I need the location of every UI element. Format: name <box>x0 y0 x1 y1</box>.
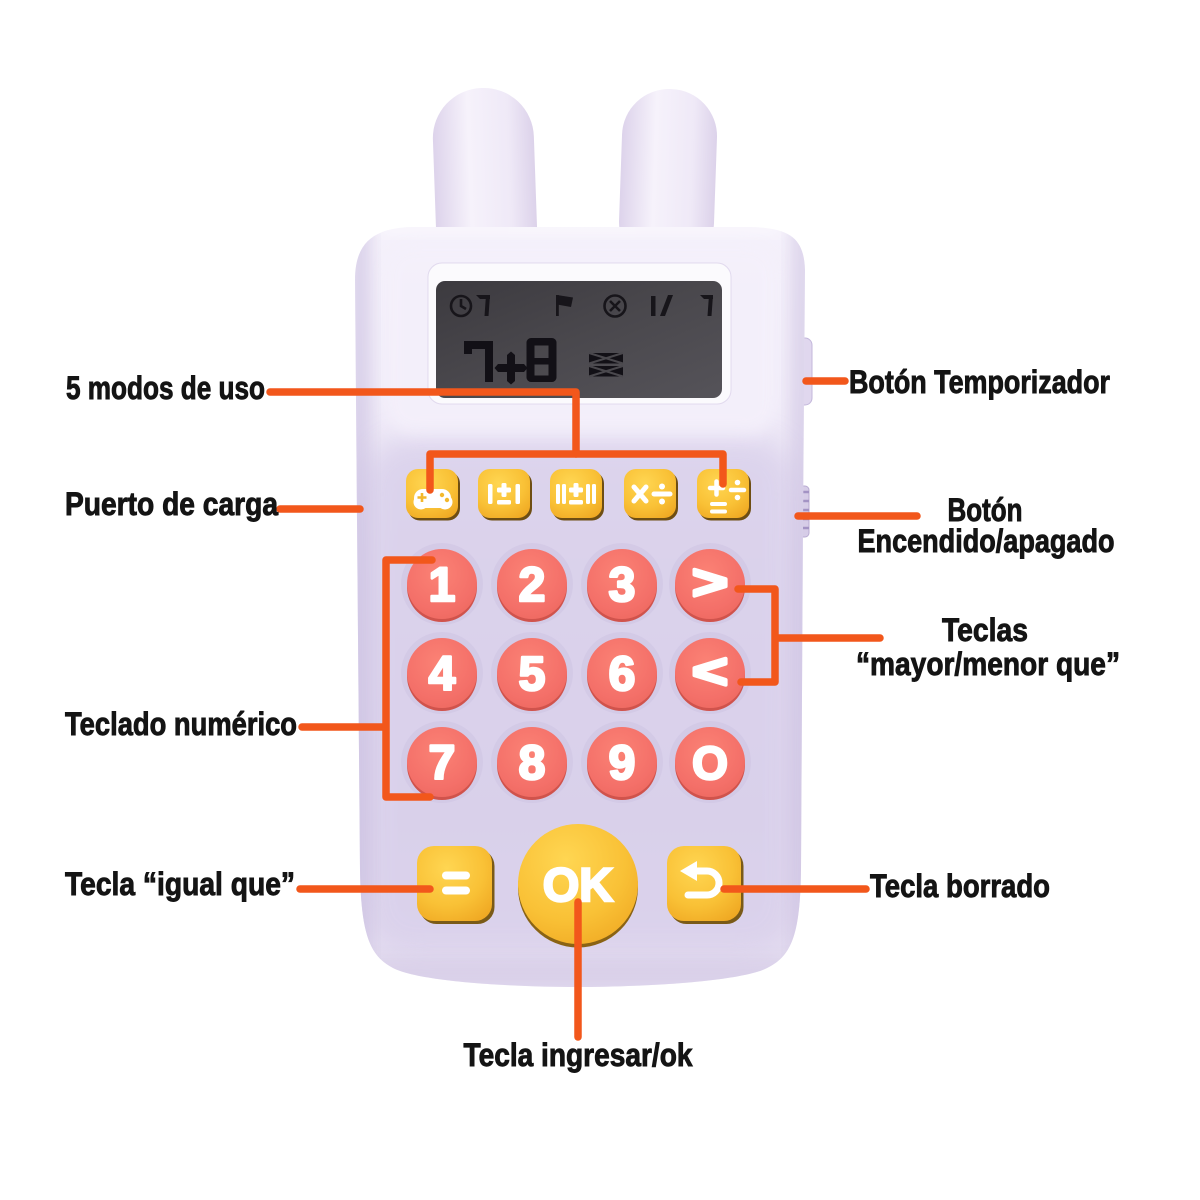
svg-text:1: 1 <box>429 559 456 612</box>
svg-text:Botón Temporizador: Botón Temporizador <box>849 364 1110 400</box>
svg-text:Encendido/apagado: Encendido/apagado <box>858 523 1115 559</box>
svg-text:Tecla borrado: Tecla borrado <box>870 868 1050 904</box>
svg-text:5: 5 <box>519 648 546 701</box>
svg-text:Teclas: Teclas <box>942 612 1028 648</box>
svg-text:5 modos de uso: 5 modos de uso <box>66 370 265 406</box>
svg-text:Teclado numérico: Teclado numérico <box>65 706 297 742</box>
svg-text:>: > <box>692 555 728 610</box>
svg-text:<: < <box>692 644 728 699</box>
svg-text:Tecla “igual que”: Tecla “igual que” <box>65 866 295 902</box>
svg-text:8: 8 <box>519 737 546 790</box>
svg-text:3: 3 <box>609 559 636 612</box>
svg-text:4: 4 <box>429 648 456 701</box>
svg-text:9: 9 <box>609 737 636 790</box>
svg-text:Tecla ingresar/ok: Tecla ingresar/ok <box>464 1037 693 1073</box>
svg-text:Puerto de carga: Puerto de carga <box>65 486 278 522</box>
svg-text:O: O <box>692 737 728 789</box>
svg-text:6: 6 <box>609 648 636 701</box>
svg-text:7: 7 <box>429 737 456 790</box>
svg-text:2: 2 <box>519 559 546 612</box>
svg-text:Botón: Botón <box>948 492 1023 528</box>
svg-text:“mayor/menor que”: “mayor/menor que” <box>856 646 1120 682</box>
